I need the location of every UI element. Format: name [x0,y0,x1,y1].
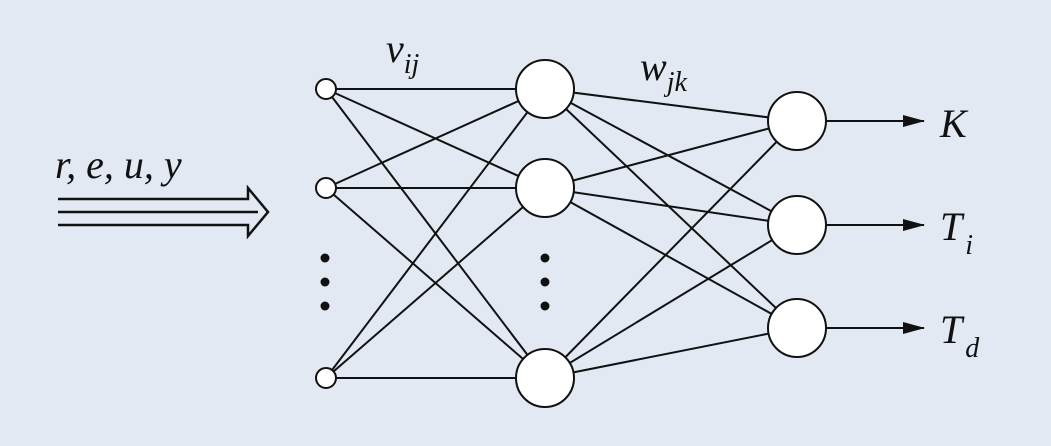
output-node-1 [767,195,827,255]
output-arrows [827,115,925,334]
edge-v-2-1 [325,187,546,379]
hidden-node-2 [515,348,575,408]
edge-w-0-1 [544,88,798,226]
output-node-2 [767,298,827,358]
inputs-label: r, e, u, y [55,142,182,187]
input-node-1 [315,177,337,199]
input-node-2 [315,367,337,389]
input-ellipsis [320,253,330,311]
edge-w-1-1 [544,187,798,226]
hidden-ellipsis [540,253,550,311]
edge-w-2-2 [544,327,798,379]
weight-w-label: wjk [640,44,687,98]
edge-v-2-0 [325,88,546,379]
input-node-0 [315,78,337,100]
hidden-node-0 [515,59,575,119]
hidden-node-1 [515,158,575,218]
edge-w-2-0 [544,120,798,379]
connections [325,88,798,379]
edge-w-1-2 [544,187,798,329]
edge-w-0-0 [544,88,798,122]
nodes [315,59,827,408]
weight-v-label: vij [386,26,420,80]
edge-w-2-1 [544,224,798,379]
edge-w-0-2 [544,88,798,329]
edge-v-1-0 [325,88,546,189]
input-arrow [58,184,270,240]
output-label-k: K [939,101,969,146]
output-node-0 [767,91,827,151]
edge-w-1-0 [544,120,798,189]
